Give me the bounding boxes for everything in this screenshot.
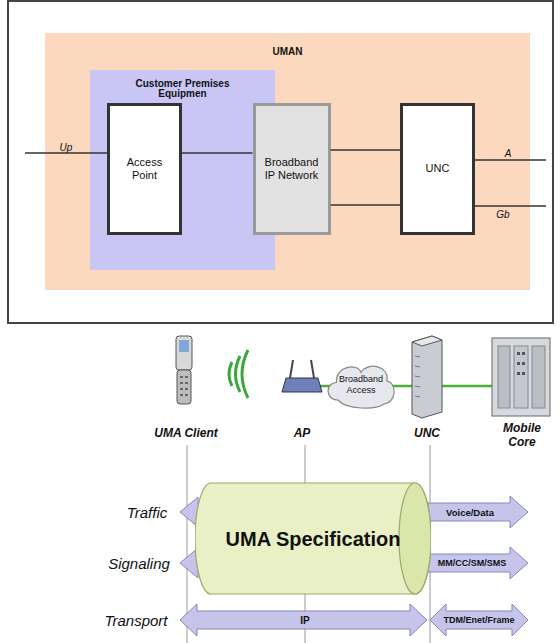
cylinder-cap bbox=[399, 483, 431, 594]
cylinder-shape: UMA Specification bbox=[195, 482, 431, 595]
right-arrow bbox=[428, 547, 528, 579]
interface-line bbox=[475, 205, 546, 207]
antenna bbox=[290, 360, 293, 378]
arrow-label: TDM/Enet/Frame bbox=[443, 615, 514, 625]
phone-screen bbox=[179, 340, 189, 352]
server-top bbox=[412, 336, 442, 346]
connector-stroke bbox=[331, 204, 401, 206]
region-box: UMAN Customer Premises EquipmenAccess Poi… bbox=[45, 33, 530, 290]
server-slots bbox=[415, 356, 420, 397]
row-label: Transport bbox=[104, 612, 167, 629]
device-label: Mobile Core bbox=[498, 422, 546, 450]
region-box: Customer Premises EquipmenAccess Point bbox=[90, 70, 275, 270]
row-label: Traffic bbox=[127, 504, 168, 521]
node-text: Broadband Access bbox=[336, 374, 386, 396]
phone-keys bbox=[180, 376, 188, 396]
server-body bbox=[412, 336, 442, 418]
node-text: UMAN bbox=[273, 46, 303, 58]
interface-line bbox=[25, 152, 107, 154]
cloud-path bbox=[328, 366, 394, 408]
double-arrow bbox=[180, 604, 427, 636]
connector-line bbox=[331, 150, 401, 151]
wave bbox=[229, 362, 232, 386]
phone-icon bbox=[176, 336, 192, 404]
frame-border bbox=[8, 1, 553, 323]
node-text: UMA Specification bbox=[226, 527, 401, 551]
phone-top bbox=[176, 336, 192, 370]
phone-body bbox=[177, 370, 191, 404]
device-label: UMA Client bbox=[154, 426, 218, 440]
arrow-label: IP bbox=[300, 615, 309, 626]
cloud-shape: Broadband Access bbox=[325, 360, 397, 410]
node-text: Broadband IP Network bbox=[259, 156, 325, 182]
node-text: Customer Premises Equipmen bbox=[120, 79, 245, 99]
interface-line bbox=[475, 159, 546, 161]
process-box: Broadband IP Network bbox=[253, 103, 331, 235]
wifi-waves bbox=[229, 350, 248, 398]
device-label: UNC bbox=[414, 426, 440, 440]
unc-server-icon bbox=[412, 336, 442, 418]
access-point-icon bbox=[282, 360, 322, 392]
connector-stroke bbox=[182, 152, 253, 154]
right-arrow bbox=[428, 496, 528, 528]
arrow-label: Voice/Data bbox=[446, 507, 494, 518]
node-text: Access Point bbox=[115, 156, 175, 182]
arrow-label: MM/CC/SM/SMS bbox=[438, 558, 507, 568]
process-box: Access Point bbox=[107, 103, 182, 235]
interface-label: Gb bbox=[496, 209, 509, 220]
cylinder-body bbox=[195, 483, 431, 594]
wave bbox=[242, 350, 248, 398]
interface-label: Up bbox=[60, 142, 73, 153]
interface-label: A bbox=[505, 148, 512, 159]
rack bbox=[532, 346, 545, 408]
connector-stroke bbox=[331, 149, 401, 151]
wave bbox=[236, 356, 241, 392]
mobile-core-icon bbox=[492, 338, 550, 416]
rack bbox=[514, 346, 528, 408]
double-arrow bbox=[430, 604, 528, 636]
connector-line bbox=[182, 153, 253, 154]
node-text: UNC bbox=[426, 162, 450, 175]
row-label: Signaling bbox=[108, 555, 170, 572]
cabinet bbox=[492, 338, 550, 416]
process-box: UNC bbox=[400, 103, 475, 235]
rack bbox=[498, 346, 510, 408]
connector-line bbox=[331, 205, 401, 206]
router-body bbox=[282, 378, 322, 392]
device-label: AP bbox=[294, 426, 311, 440]
antenna bbox=[311, 360, 314, 378]
rack-leds bbox=[517, 352, 525, 375]
